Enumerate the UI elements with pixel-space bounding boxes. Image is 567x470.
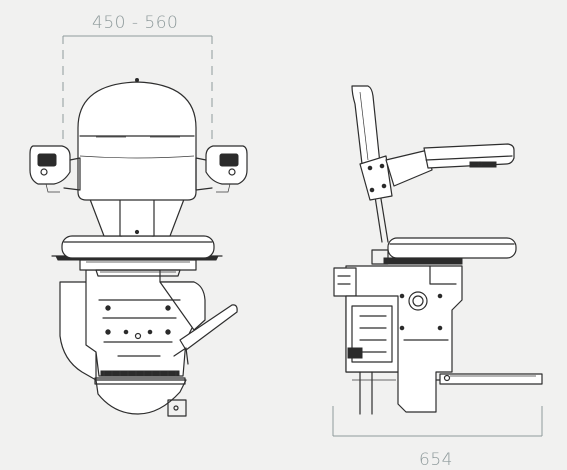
front-view (29, 78, 248, 417)
depth-dimension-lines (332, 406, 543, 437)
width-dimension-label: 450 - 560 (92, 13, 179, 33)
side-view (333, 85, 543, 415)
depth-dimension-label: 654 (419, 450, 453, 470)
width-dimension-lines (62, 35, 213, 155)
